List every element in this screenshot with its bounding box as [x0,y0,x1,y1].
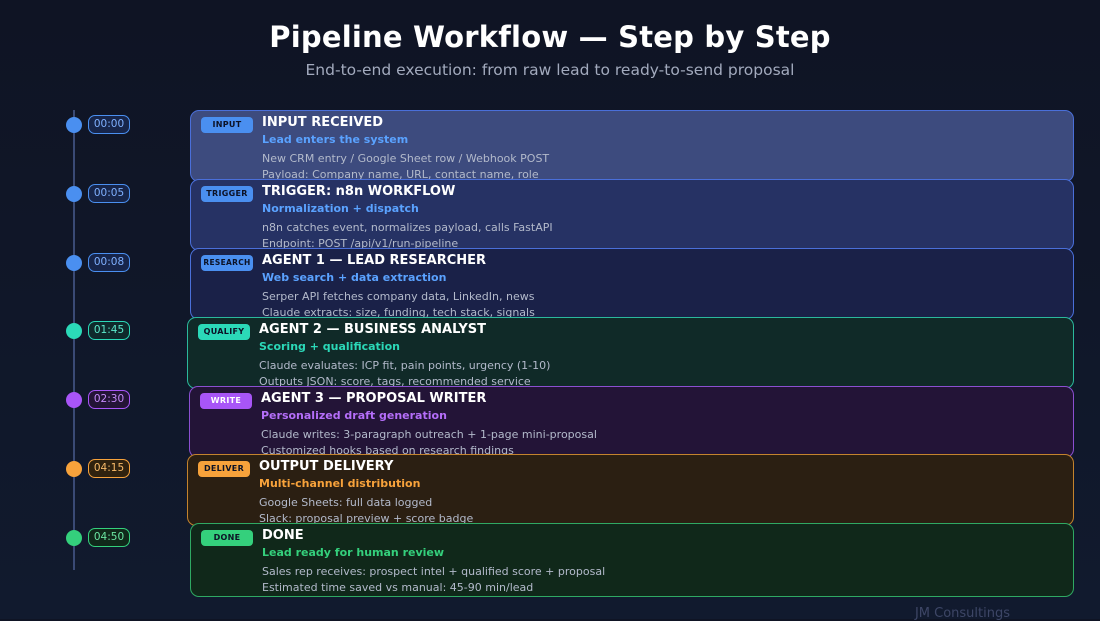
timeline-dot [66,117,82,133]
step-card-input: INPUT INPUT RECEIVED Lead enters the sys… [190,110,1074,182]
step-detail: Outputs JSON: score, tags, recommended s… [259,375,531,388]
timeline-dot [66,323,82,339]
timeline-dot [66,255,82,271]
step-title: TRIGGER: n8n WORKFLOW [262,184,456,199]
timeline-dot [66,186,82,202]
step-title: AGENT 2 — BUSINESS ANALYST [259,322,486,337]
step-title: INPUT RECEIVED [262,115,384,130]
step-detail: Google Sheets: full data logged [259,496,433,509]
step-subtitle: Normalization + dispatch [262,202,419,215]
step-title: AGENT 1 — LEAD RESEARCHER [262,253,487,268]
page-title: Pipeline Workflow — Step by Step [269,20,831,54]
step-detail: Estimated time saved vs manual: 45-90 mi… [262,581,534,594]
step-detail: New CRM entry / Google Sheet row / Webho… [262,152,550,165]
time-badge: 04:50 [88,528,130,547]
step-title: OUTPUT DELIVERY [259,459,394,474]
step-card-qualify: QUALIFY AGENT 2 — BUSINESS ANALYST Scori… [187,317,1074,389]
step-tag: DELIVER [198,461,250,477]
page-subtitle: End-to-end execution: from raw lead to r… [305,61,795,79]
step-detail: Claude evaluates: ICP fit, pain points, … [259,359,551,372]
step-detail: Sales rep receives: prospect intel + qua… [262,565,606,578]
timeline-dot [66,392,82,408]
time-badge: 01:45 [88,321,130,340]
step-detail: Endpoint: POST /api/v1/run-pipeline [262,237,459,250]
timeline-dot [66,461,82,477]
step-card-trigger: TRIGGER TRIGGER: n8n WORKFLOW Normalizat… [190,179,1074,251]
time-badge: 02:30 [88,390,130,409]
step-detail: n8n catches event, normalizes payload, c… [262,221,553,234]
step-tag: TRIGGER [201,186,253,202]
step-card-deliver: DELIVER OUTPUT DELIVERY Multi-channel di… [187,454,1074,526]
time-badge: 00:08 [88,253,130,272]
time-badge: 00:00 [88,115,130,134]
step-tag: INPUT [201,117,253,133]
step-subtitle: Multi-channel distribution [259,477,421,490]
step-detail: Customized hooks based on research findi… [261,444,514,457]
time-badge: 00:05 [88,184,130,203]
step-title: AGENT 3 — PROPOSAL WRITER [261,391,487,406]
timeline-line [73,110,75,570]
step-tag: QUALIFY [198,324,250,340]
step-detail: Payload: Company name, URL, contact name… [262,168,539,181]
step-title: DONE [262,528,304,543]
step-subtitle: Web search + data extraction [262,271,447,284]
step-tag: DONE [201,530,253,546]
step-card-done: DONE DONE Lead ready for human review Sa… [190,523,1074,597]
step-card-write: WRITE AGENT 3 — PROPOSAL WRITER Personal… [189,386,1074,458]
step-detail: Claude extracts: size, funding, tech sta… [262,306,535,319]
step-card-research: RESEARCH AGENT 1 — LEAD RESEARCHER Web s… [190,248,1074,320]
step-detail: Slack: proposal preview + score badge [259,512,474,525]
step-subtitle: Personalized draft generation [261,409,447,422]
step-subtitle: Lead enters the system [262,133,409,146]
step-detail: Serper API fetches company data, LinkedI… [262,290,535,303]
step-tag: RESEARCH [201,255,253,271]
footer-brand: JM Consultings [914,606,1010,621]
step-tag: WRITE [200,393,252,409]
step-subtitle: Scoring + qualification [259,340,400,353]
step-subtitle: Lead ready for human review [262,546,445,559]
step-detail: Claude writes: 3-paragraph outreach + 1-… [261,428,597,441]
time-badge: 04:15 [88,459,130,478]
timeline-dot [66,530,82,546]
